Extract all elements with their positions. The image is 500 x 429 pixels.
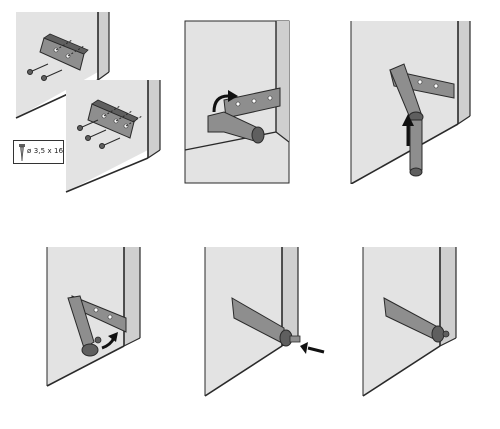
- step-4-rotate-pusher: [46, 246, 146, 414]
- pusher-body: [67, 295, 102, 357]
- pusher-body: [231, 297, 301, 347]
- step-6-drawing: [362, 247, 457, 397]
- step-1-drawing: [15, 12, 161, 193]
- cabinet-corner-lower: [65, 80, 161, 193]
- rotate-arrow: [101, 332, 118, 350]
- screws-lower: [77, 105, 143, 149]
- step-5-push-in: [204, 246, 330, 414]
- cabinet-corner-upper: [15, 12, 110, 119]
- push-up-arrow: [402, 114, 414, 146]
- bracket: [223, 87, 281, 119]
- step-2-drawing: [184, 20, 290, 184]
- step-3-press-up: [350, 20, 480, 184]
- step-5-drawing: [204, 247, 325, 397]
- step-6-installed: [362, 246, 462, 414]
- step-3-drawing: [350, 21, 471, 184]
- push-in-arrow: [300, 342, 325, 354]
- step-4-drawing: [46, 247, 141, 387]
- pusher-body: [383, 297, 450, 343]
- screw-spec-label: ø 3,5 x 16: [27, 147, 64, 155]
- step-1-screw-mounting: ø 3,5 x 16: [0, 0, 170, 200]
- attach-arrow: [212, 90, 238, 113]
- screw-spec-box: ø 3,5 x 16: [13, 140, 64, 164]
- screws-upper: [27, 39, 85, 81]
- pusher-body: [207, 111, 265, 144]
- step-2-attach-pusher: [184, 20, 290, 184]
- screw-icon: [19, 144, 25, 162]
- pusher-body: [389, 63, 424, 177]
